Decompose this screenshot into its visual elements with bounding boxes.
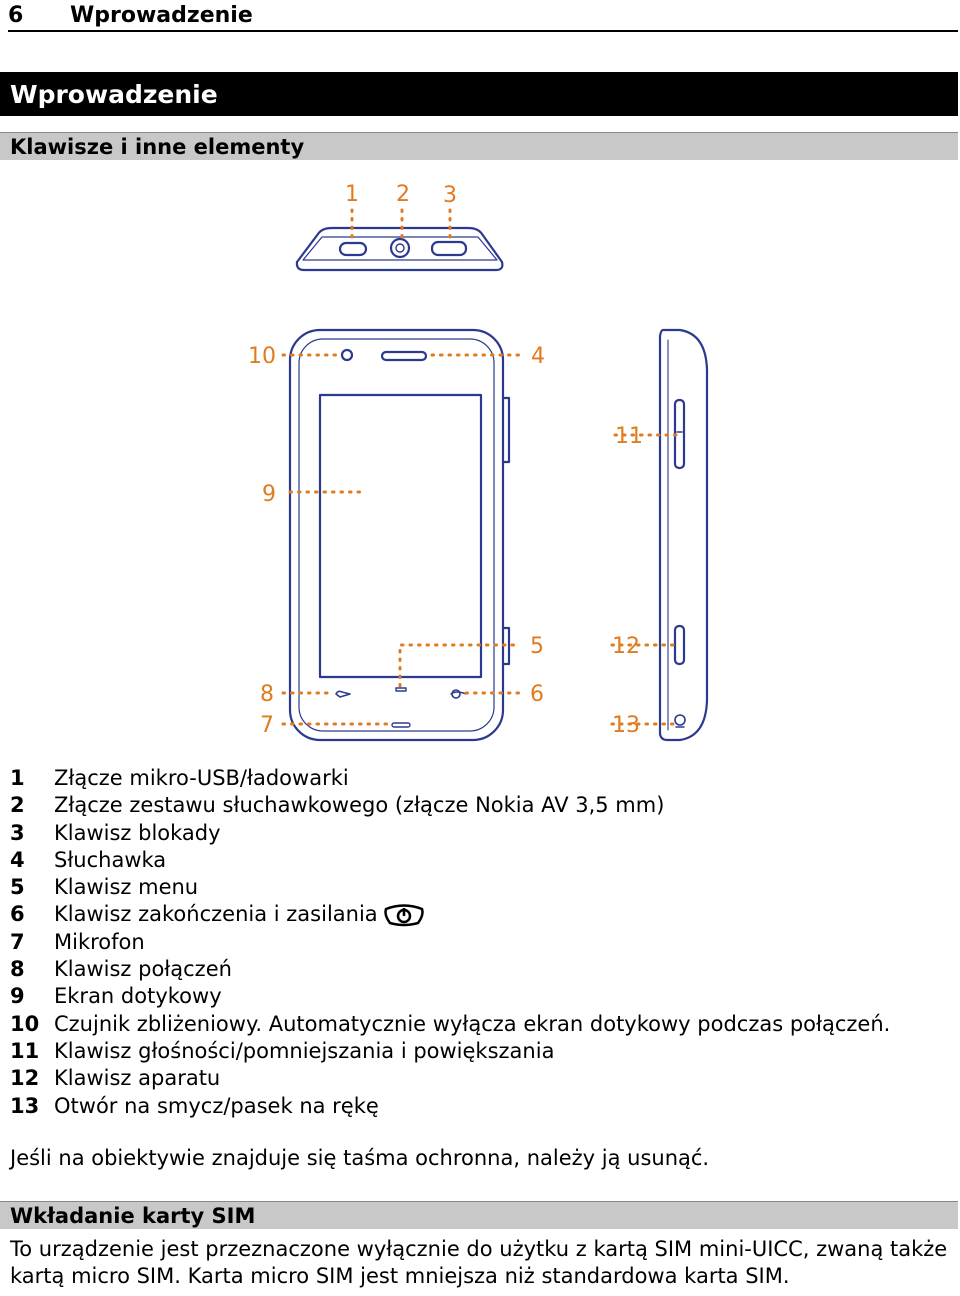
callout-1: 1 — [345, 182, 359, 207]
phone-top-view — [295, 226, 504, 272]
protective-tape-note: Jeśli na obiektywie znajduje się taśma o… — [10, 1146, 710, 1170]
item-text: Słuchawka — [54, 847, 167, 872]
callout-5: 5 — [530, 634, 544, 659]
strap-hole-icon — [674, 714, 686, 726]
section-title-keys: Klawisze i inne elementy — [0, 132, 958, 160]
item-number: 7 — [10, 929, 25, 954]
item-text: Mikrofon — [54, 929, 145, 954]
power-icon — [383, 904, 424, 927]
callout-7: 7 — [260, 713, 274, 738]
callout-numbers: 1 2 3 4 5 6 7 8 9 10 11 12 13 — [248, 182, 643, 738]
audio-jack-icon — [389, 237, 411, 259]
callout-6: 6 — [530, 682, 544, 707]
item-text: Otwór na smycz/pasek na rękę — [54, 1093, 379, 1118]
item-text: Klawisz aparatu — [54, 1066, 221, 1091]
earpiece-icon — [380, 350, 428, 362]
list-item: 4 Słuchawka — [10, 847, 890, 874]
end-key-icon — [451, 689, 461, 699]
item-text: Złącze mikro-USB/ładowarki — [54, 766, 349, 790]
call-key-icon — [335, 690, 351, 698]
list-item: 5 Klawisz menu — [10, 874, 890, 901]
item-text: Klawisz zakończenia i zasilania — [54, 902, 378, 927]
callout-13: 13 — [612, 713, 640, 738]
list-item: 3 Klawisz blokady — [10, 820, 890, 847]
item-number: 3 — [10, 820, 25, 845]
item-number: 5 — [10, 875, 25, 900]
list-item: 10 Czujnik zbliżeniowy. Automatycznie wył… — [10, 1011, 890, 1038]
item-text: Złącze zestawu słuchawkowego (złącze Nok… — [54, 793, 665, 818]
phone-front-view — [288, 328, 511, 742]
callout-9: 9 — [262, 482, 276, 507]
callout-4: 4 — [531, 344, 545, 369]
item-number: 9 — [10, 984, 25, 1009]
callout-11: 11 — [615, 424, 643, 449]
callout-2: 2 — [396, 182, 410, 207]
list-item: 8 Klawisz połączeń — [10, 956, 890, 983]
list-item: 13 Otwór na smycz/pasek na rękę — [10, 1093, 890, 1120]
list-item: 11 Klawisz głośności/pomniejszania i powi… — [10, 1038, 890, 1065]
microphone-icon — [391, 722, 411, 728]
lock-key-icon — [430, 240, 468, 257]
item-text: Klawisz głośności/pomniejszania i powięk… — [54, 1038, 555, 1063]
item-number: 4 — [10, 847, 25, 872]
item-number: 2 — [10, 793, 25, 818]
section-title-sim: Wkładanie karty SIM — [0, 1201, 958, 1229]
phone-diagram: 1 2 3 4 5 6 7 8 9 10 11 12 13 — [248, 182, 709, 742]
callout-12: 12 — [612, 634, 640, 659]
page-number: 6 — [8, 2, 24, 28]
callout-10: 10 — [248, 344, 276, 369]
list-item: 12 Klawisz aparatu — [10, 1065, 890, 1092]
sim-paragraph: To urządzenie jest przeznaczone wyłączni… — [10, 1237, 948, 1288]
callout-3: 3 — [443, 183, 457, 208]
list-item: 2 Złącze zestawu słuchawkowego (złącze No… — [10, 792, 890, 819]
parts-legend: 1 Złącze mikro-USB/ładowarki 2 Złącze zest… — [10, 765, 890, 1120]
list-item: 6 Klawisz zakończenia i zasilania — [10, 901, 890, 928]
item-text: Klawisz menu — [54, 875, 199, 900]
item-text: Ekran dotykowy — [54, 984, 222, 1009]
phone-side-view — [658, 328, 709, 742]
menu-key-icon — [395, 687, 407, 692]
item-text: Klawisz blokady — [54, 820, 221, 845]
callout-lines — [281, 208, 680, 726]
chapter-title: Wprowadzenie — [0, 72, 958, 116]
proximity-sensor-icon — [340, 348, 354, 362]
running-header: 6 Wprowadzenie — [8, 0, 958, 32]
camera-key-icon — [673, 624, 686, 666]
callout-8: 8 — [260, 682, 274, 707]
item-number: 10 — [10, 1011, 40, 1036]
list-item: 1 Złącze mikro-USB/ładowarki — [10, 765, 890, 792]
item-number: 6 — [10, 902, 25, 927]
item-number: 8 — [10, 957, 25, 982]
item-number: 11 — [10, 1038, 40, 1063]
item-text: Klawisz połączeń — [54, 957, 232, 982]
list-item: 9 Ekran dotykowy — [10, 983, 890, 1010]
item-number: 1 — [10, 766, 25, 790]
usb-port-icon — [338, 241, 368, 257]
list-item: 7 Mikrofon — [10, 929, 890, 956]
item-number: 12 — [10, 1066, 40, 1091]
running-title: Wprowadzenie — [70, 2, 253, 28]
item-text: Czujnik zbliżeniowy. Automatycznie wyłąc… — [54, 1011, 891, 1036]
touch-screen — [318, 393, 483, 679]
item-number: 13 — [10, 1093, 40, 1118]
